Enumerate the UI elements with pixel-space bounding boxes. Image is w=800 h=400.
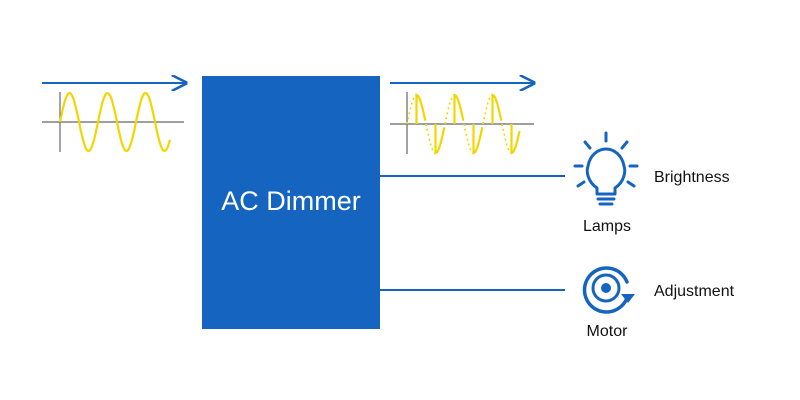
lightbulb-icon [573,131,639,206]
ac-dimmer-block: AC Dimmer [202,76,380,329]
output-signal [390,83,534,155]
input-sine-wave [58,91,172,153]
output-chopped-wave [415,93,521,155]
adjustment-label: Adjustment [654,283,735,300]
ac-dimmer-label: AC Dimmer [221,186,361,216]
lamps-label: Lamps [583,218,631,235]
ac-dimmer-box [202,76,380,329]
motor-rotation-icon [582,266,635,314]
motor-label: Motor [587,323,629,340]
input-signal [42,83,186,153]
brightness-label: Brightness [654,169,730,186]
